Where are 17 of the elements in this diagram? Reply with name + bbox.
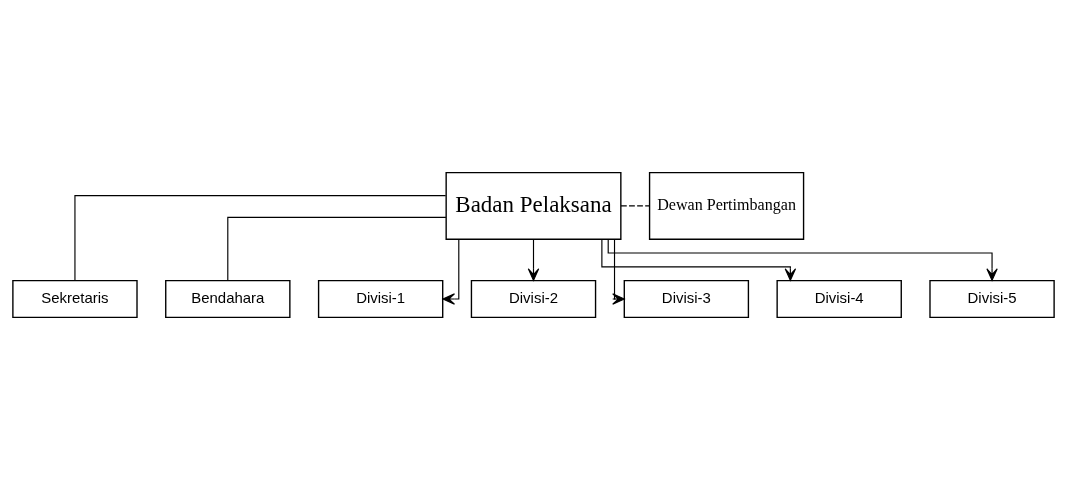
arrow [442,238,460,305]
node-box: Dewan Pertimbangan [648,171,805,240]
connector [74,195,447,282]
arrow [612,238,625,305]
node-box: Divisi-1 [317,279,444,319]
node-box: Divisi-5 [929,279,1055,319]
node-box: Badan Pelaksana [445,171,622,240]
connector [227,216,447,282]
arrow [601,239,797,281]
node-box: Bendahara [165,279,291,319]
connector [620,205,650,207]
node-box: Divisi-4 [776,279,902,319]
node-box: Sekretaris [12,279,138,319]
arrow [607,239,998,281]
node-box: Divisi-3 [623,279,750,319]
node-box: Divisi-2 [470,279,597,319]
arrow [527,238,540,281]
